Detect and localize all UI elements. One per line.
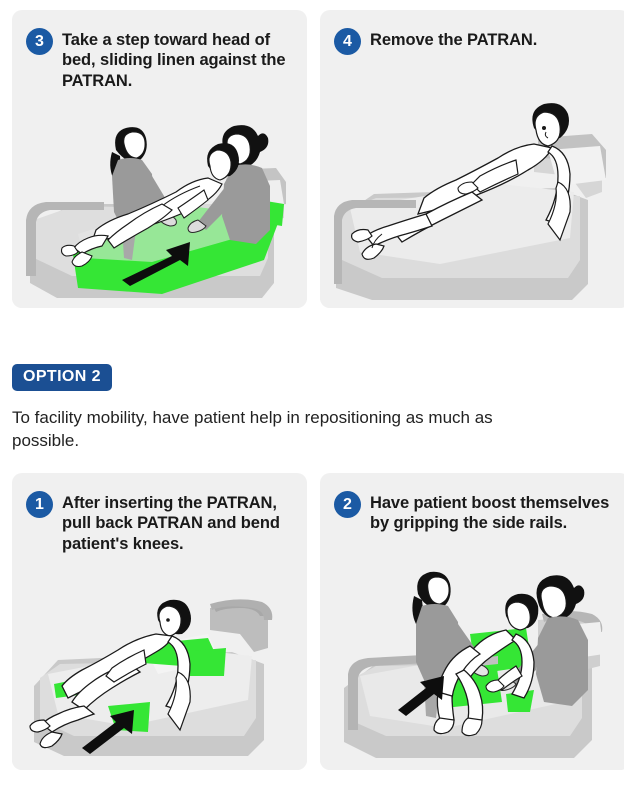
- option-2-block: OPTION 2 To facility mobility, have pati…: [12, 364, 612, 453]
- illustration-option2-step-2: [320, 570, 624, 770]
- option2-step-1-instruction-text: After inserting the PATRAN, pull back PA…: [62, 494, 280, 553]
- direction-arrow-icon: [398, 676, 444, 716]
- patient-figure: [433, 593, 539, 737]
- direction-arrow-icon: [122, 242, 190, 286]
- option2-step-1-header: 1 After inserting the PATRAN, pull back …: [12, 473, 307, 554]
- direction-arrow-icon: [82, 710, 134, 754]
- step-number-badge-2: 2: [334, 491, 361, 518]
- illustration-step-4: [320, 88, 624, 308]
- patient-figure: [351, 103, 571, 260]
- step-number-badge-3: 3: [26, 28, 53, 55]
- step-number-badge-4: 4: [334, 28, 361, 55]
- option-description-text: To facility mobility, have patient help …: [12, 408, 493, 450]
- patient-figure: [29, 599, 191, 749]
- illustration-option2-step-1: [12, 590, 307, 770]
- step-card-option2-2: 2 Have patient boost themselves by gripp…: [320, 473, 624, 770]
- step-3-instruction-text: Take a step toward head of bed, sliding …: [62, 31, 286, 90]
- step-card-4: 4 Remove the PATRAN.: [320, 10, 624, 308]
- option-badge: OPTION 2: [12, 364, 112, 391]
- step-4-instruction-text: Remove the PATRAN.: [370, 31, 538, 49]
- step-4-header: 4 Remove the PATRAN.: [320, 10, 624, 55]
- option2-step-2-header: 2 Have patient boost themselves by gripp…: [320, 473, 624, 534]
- illustration-step-3: [12, 108, 307, 308]
- patient-figure: [60, 143, 239, 268]
- step-number-badge-1: 1: [26, 491, 53, 518]
- step-card-3: 3 Take a step toward head of bed, slidin…: [12, 10, 307, 308]
- step-3-header: 3 Take a step toward head of bed, slidin…: [12, 10, 307, 91]
- option2-step-2-instruction-text: Have patient boost themselves by grippin…: [370, 494, 610, 533]
- step-card-option2-1: 1 After inserting the PATRAN, pull back …: [12, 473, 307, 770]
